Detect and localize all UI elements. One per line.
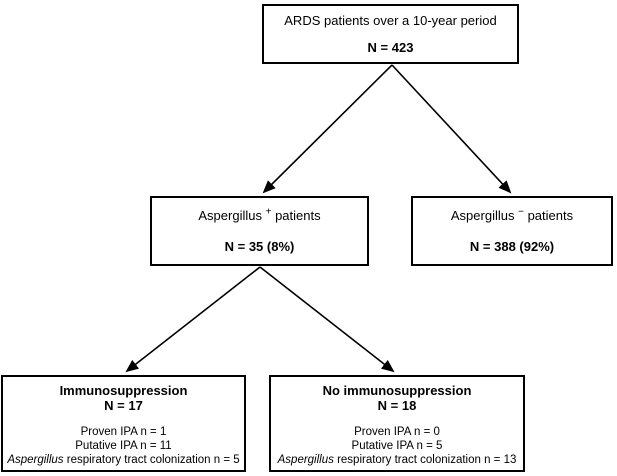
aspergillus-word-italic: Aspergillus [7,454,64,466]
aspergillus-word-italic: Aspergillus [277,454,334,466]
detail-proven-ipa: Proven IPA n = 0 [354,426,440,438]
detail-proven-ipa: Proven IPA n = 1 [80,426,167,438]
colonization-text: respiratory tract colonization n = 5 [63,454,240,466]
node-immunosuppression: Immunosuppression N = 17 Proven IPA n = … [1,375,246,472]
node-title: No immunosuppression [322,383,472,398]
node-aspergillus-negative: Aspergillus − patients N = 388 (92%) [411,196,613,266]
detail-putative-ipa: Putative IPA n = 5 [351,440,443,452]
patients-word: patients [527,207,574,223]
detail-putative-ipa: Putative IPA n = 11 [75,440,172,452]
node-count: N = 388 (92%) [469,238,555,254]
node-label: Aspergillus − patients [450,206,574,224]
arrow-positive-to-immunosuppression [125,266,261,373]
arrow-positive-to-no-immunosuppression [259,266,395,373]
colonization-text: respiratory tract colonization n = 13 [333,454,517,466]
node-count: N = 17 [104,398,143,413]
detail-colonization: Aspergillus respiratory tract colonizati… [7,453,239,467]
arrow-root-to-positive [262,64,393,194]
plus-sign: + [265,206,272,218]
detail-colonization: Aspergillus respiratory tract colonizati… [278,453,517,467]
node-no-immunosuppression: No immunosuppression N = 18 Proven IPA n… [269,375,525,472]
node-label: ARDS patients over a 10-year period [284,12,497,28]
detail-group: Proven IPA n = 1 Putative IPA n = 11 Asp… [7,425,239,467]
patients-word: patients [275,207,321,223]
node-ards-patients: ARDS patients over a 10-year period N = … [262,4,519,64]
detail-group: Proven IPA n = 0 Putative IPA n = 5 Aspe… [278,425,517,467]
minus-sign: − [518,206,524,218]
aspergillus-word: Aspergillus [450,207,515,223]
node-count: N = 35 (8%) [224,238,295,254]
arrow-root-to-negative [391,64,512,194]
node-title: Immunosuppression [59,383,188,398]
node-aspergillus-positive: Aspergillus + patients N = 35 (8%) [150,196,369,266]
node-count: N = 18 [377,398,417,413]
node-label: Aspergillus + patients [198,206,321,224]
node-count: N = 423 [367,39,414,55]
aspergillus-word: Aspergillus [198,207,262,223]
